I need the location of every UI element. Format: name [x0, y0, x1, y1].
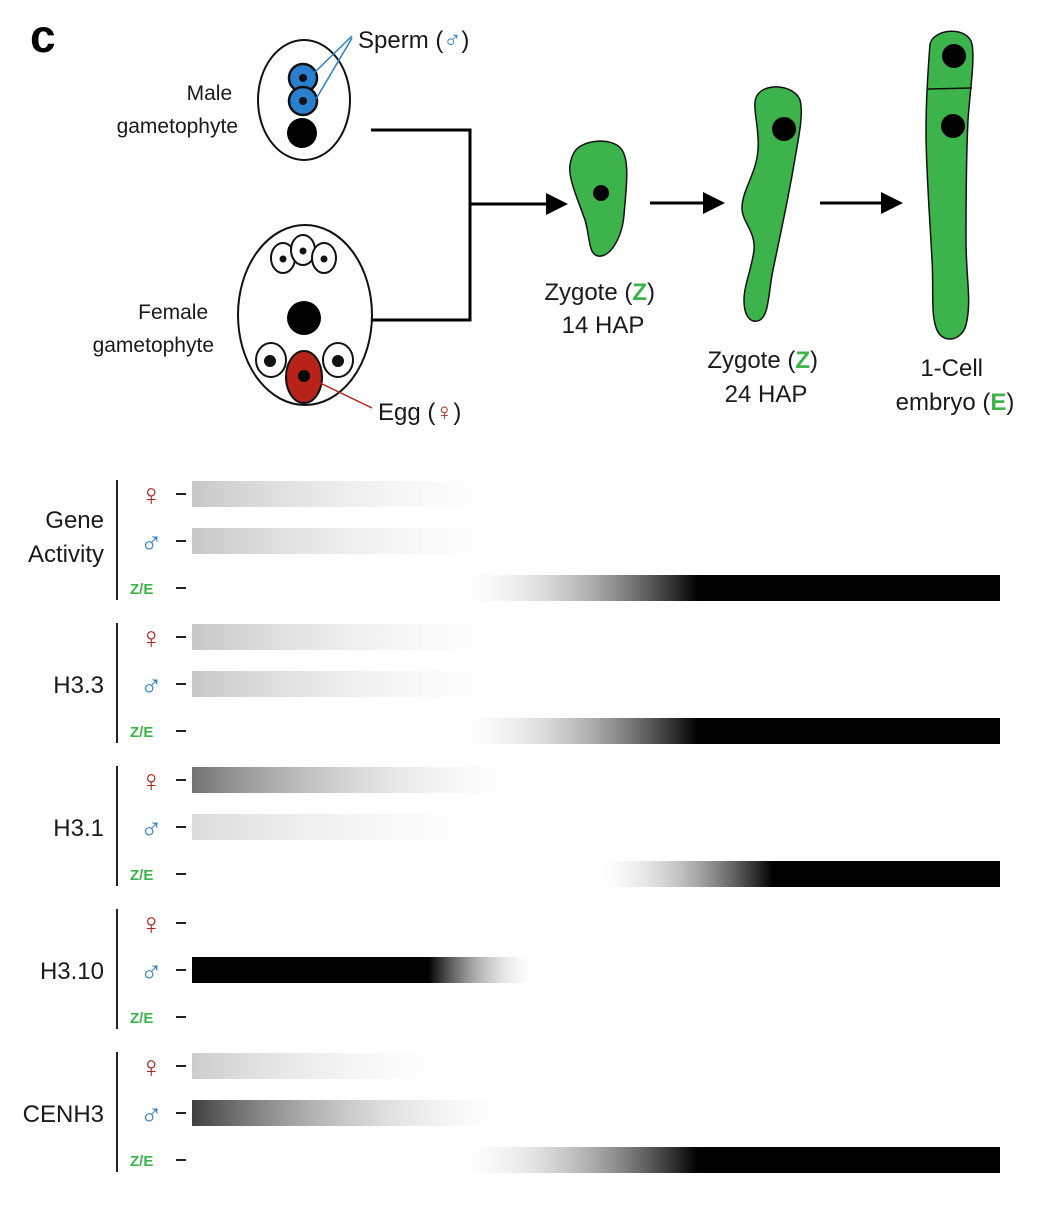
male-gametophyte-label: Male gametophyte	[117, 82, 238, 138]
panel-letter: c	[30, 10, 56, 62]
egg-nucleus	[298, 370, 310, 382]
row-symbol-female: ♀	[140, 479, 163, 512]
row-symbol-male: ♂	[140, 526, 163, 559]
male-gametophyte	[257, 35, 353, 161]
group-label: H3.10	[40, 958, 104, 985]
one-cell-embryo	[925, 30, 974, 340]
row-symbol-ze: Z/E	[130, 724, 153, 741]
arrow-to-zygote-14	[546, 193, 568, 215]
row-symbol-ze: Z/E	[130, 1010, 153, 1027]
antipodal-nucleus-3	[320, 255, 328, 263]
group-label: H3.3	[53, 672, 104, 699]
activity-bar-male	[192, 814, 540, 840]
group-h3-3: H3.3 ♀ ♂ Z/E	[53, 622, 1000, 744]
activity-bar-female	[192, 624, 540, 650]
activity-bar-ze	[450, 1147, 1000, 1173]
central-cell-nucleus	[287, 301, 321, 335]
activity-bar-male	[192, 1100, 524, 1126]
egg-label: Egg (♀)	[378, 399, 461, 426]
activity-bar-ze	[450, 575, 1000, 601]
vegetative-nucleus	[287, 118, 317, 148]
synergid-right-nucleus	[332, 355, 344, 367]
zygote-14hap-nucleus	[593, 185, 609, 201]
row-symbol-female: ♀	[140, 908, 163, 941]
sperm-label: Sperm (♂)	[358, 27, 469, 54]
male-connector-line	[371, 128, 472, 322]
one-cell-embryo-label: 1-Cell embryo (E)	[896, 355, 1015, 416]
egg-pointer	[317, 381, 373, 409]
group-h3-10: H3.10 ♀ ♂ Z/E	[40, 908, 540, 1029]
sperm-nucleus-bottom	[299, 97, 307, 105]
row-symbol-female: ♀	[140, 765, 163, 798]
embryo-apical-nucleus	[942, 44, 966, 68]
embryo-basal-nucleus	[941, 114, 965, 138]
antipodal-nucleus-2	[299, 247, 307, 255]
female-gametophyte	[237, 224, 373, 409]
activity-bar-ze	[450, 718, 1000, 744]
row-symbol-ze: Z/E	[130, 581, 153, 598]
activity-bar-female	[192, 767, 540, 793]
group-label: CENH3	[23, 1101, 104, 1128]
row-symbol-male: ♂	[140, 1098, 163, 1131]
activity-bar-male	[192, 528, 540, 554]
sperm-nucleus-top	[299, 74, 307, 82]
arrow-to-embryo	[881, 192, 903, 214]
synergid-left-nucleus	[264, 355, 276, 367]
fertilization-connector	[371, 128, 548, 322]
antipodal-nucleus-1	[279, 255, 287, 263]
embryo-division-line	[927, 87, 973, 90]
zygote-24hap	[741, 86, 803, 322]
row-symbol-female: ♀	[140, 622, 163, 655]
activity-bar-female	[192, 1053, 483, 1079]
arrow-to-zygote-24	[703, 192, 725, 214]
group-h3-1: H3.1 ♀ ♂ Z/E	[53, 765, 1000, 887]
zygote-24hap-label: Zygote (Z) 24 HAP	[707, 347, 824, 408]
row-symbol-ze: Z/E	[130, 1153, 153, 1170]
sperm-pointer-2	[315, 37, 353, 100]
zygote-24hap-nucleus	[772, 117, 796, 141]
group-cenh3: CENH3 ♀ ♂ Z/E	[23, 1051, 1000, 1173]
row-symbol-male: ♂	[140, 955, 163, 988]
activity-bar-female	[192, 481, 540, 507]
group-label: H3.1	[53, 815, 104, 842]
sperm-pointer-1	[313, 35, 353, 74]
activity-bar-male	[192, 957, 540, 983]
row-symbol-male: ♂	[140, 669, 163, 702]
female-gametophyte-label: Female gametophyte	[93, 301, 214, 357]
row-symbol-male: ♂	[140, 812, 163, 845]
zygote-14hap-label: Zygote (Z) 14 HAP	[544, 279, 661, 339]
row-symbol-female: ♀	[140, 1051, 163, 1084]
activity-bar-male	[192, 671, 540, 697]
activity-bar-ze	[587, 861, 1000, 887]
row-symbol-ze: Z/E	[130, 867, 153, 884]
